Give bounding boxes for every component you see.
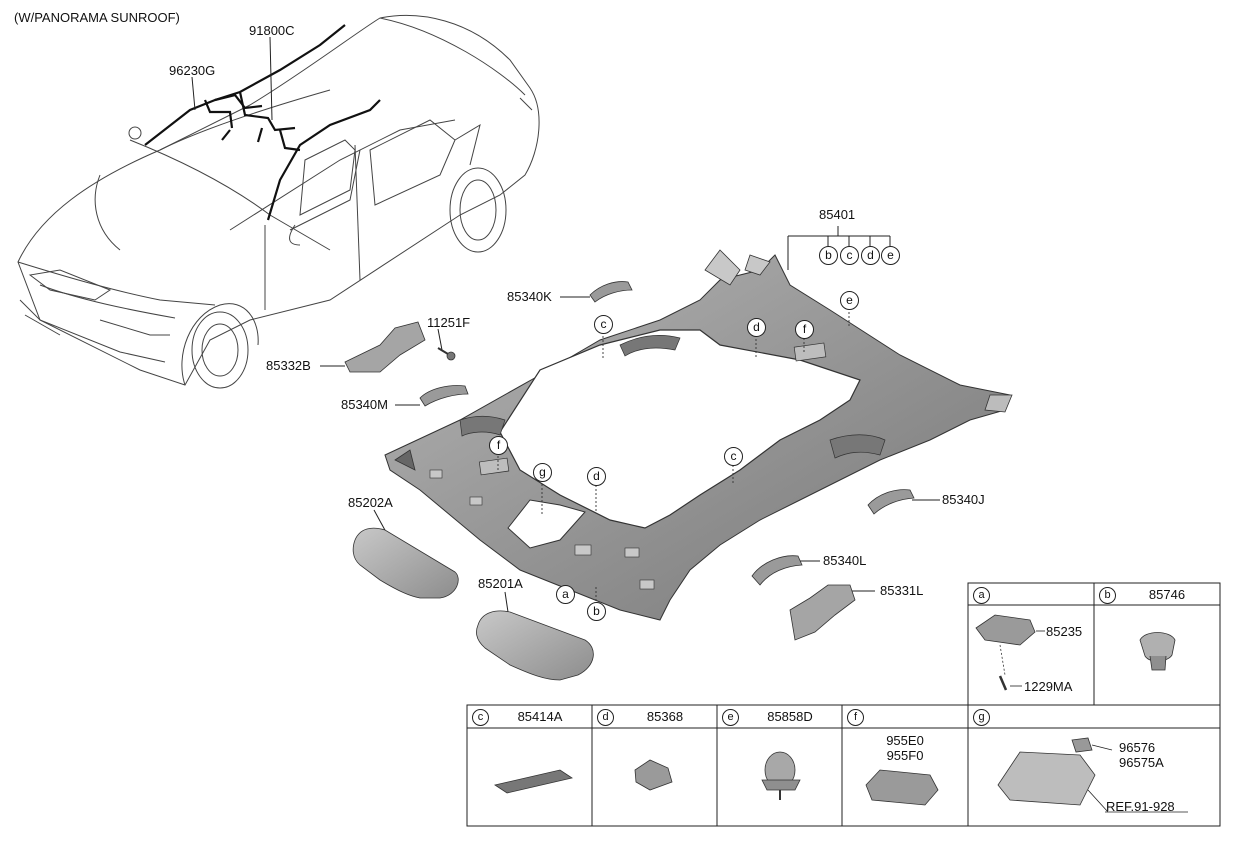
table-letter-f: f xyxy=(847,709,864,726)
callout-c-85401: c xyxy=(840,246,859,265)
bolt-11251F xyxy=(437,347,456,361)
table-code-a-1229MA: 1229MA xyxy=(1024,679,1073,694)
callout-d-headliner-rear: d xyxy=(587,467,606,486)
table-part-f xyxy=(865,769,939,806)
label-85331L: 85331L xyxy=(880,583,924,598)
sun-visor-85202A xyxy=(352,527,459,599)
label-85201A: 85201A xyxy=(478,576,523,591)
label-85401: 85401 xyxy=(819,207,856,222)
label-11251F: 11251F xyxy=(427,315,471,330)
label-85340L: 85340L xyxy=(823,553,867,568)
table-letter-c: c xyxy=(472,709,489,726)
label-85202A: 85202A xyxy=(348,495,393,510)
table-part-d xyxy=(634,759,673,791)
callout-f-headliner-front: f xyxy=(795,320,814,339)
callout-e-85401: e xyxy=(881,246,900,265)
callout-g-headliner: g xyxy=(533,463,552,482)
table-letter-g: g xyxy=(973,709,990,726)
table-letter-e: e xyxy=(722,709,739,726)
table-code-g-96576: 96576 xyxy=(1119,740,1156,755)
table-part-c xyxy=(494,769,573,794)
table-code-f-955E0: 955E0 xyxy=(886,733,924,748)
callout-e-headliner: e xyxy=(840,291,859,310)
label-85332B: 85332B xyxy=(266,358,311,373)
bracket-85332B xyxy=(344,321,426,373)
table-code-e: 85858D xyxy=(767,709,813,724)
grab-handle-85340J xyxy=(867,489,915,515)
table-part-b xyxy=(1139,632,1176,671)
callout-c-headliner-front: c xyxy=(594,315,613,334)
table-code-f-955F0: 955F0 xyxy=(886,748,924,763)
sun-visor-85201A xyxy=(476,610,594,681)
table-ref-g: REF.91-928 xyxy=(1106,799,1175,814)
grab-handle-85340M xyxy=(419,385,469,407)
label-85340J: 85340J xyxy=(942,492,985,507)
diagram-note: (W/PANORAMA SUNROOF) xyxy=(14,10,180,25)
callout-d-headliner-front: d xyxy=(747,318,766,337)
headliner-panel xyxy=(384,249,1013,621)
table-part-g xyxy=(997,737,1188,813)
table-code-b: 85746 xyxy=(1148,587,1186,602)
callout-b-85401: b xyxy=(819,246,838,265)
label-85340K: 85340K xyxy=(507,289,552,304)
table-part-e xyxy=(761,751,801,800)
callout-c-headliner-side: c xyxy=(724,447,743,466)
table-code-g-96575A: 96575A xyxy=(1119,755,1164,770)
table-letter-a: a xyxy=(973,587,990,604)
grab-handle-85340K xyxy=(589,281,633,303)
table-code-a-85235: 85235 xyxy=(1046,624,1083,639)
table-code-c: 85414A xyxy=(517,709,563,724)
table-code-d: 85368 xyxy=(646,709,684,724)
label-91800C: 91800C xyxy=(249,23,295,38)
bracket-85331L xyxy=(789,584,856,641)
callout-b-headliner: b xyxy=(587,602,606,621)
table-letter-b: b xyxy=(1099,587,1116,604)
callout-f-headliner-rear: f xyxy=(489,436,508,455)
car-outline xyxy=(17,14,540,389)
callout-d-85401: d xyxy=(861,246,880,265)
table-part-a xyxy=(975,614,1045,691)
label-96230G: 96230G xyxy=(169,63,216,78)
roof-wiring-harness xyxy=(144,24,381,221)
table-letter-d: d xyxy=(597,709,614,726)
parts-table xyxy=(466,582,1221,827)
grab-handle-85340L xyxy=(751,555,803,586)
label-85340M: 85340M xyxy=(341,397,388,412)
callout-a-headliner: a xyxy=(556,585,575,604)
callout-leaders xyxy=(497,308,850,603)
leader-bracket-85401 xyxy=(787,226,891,270)
